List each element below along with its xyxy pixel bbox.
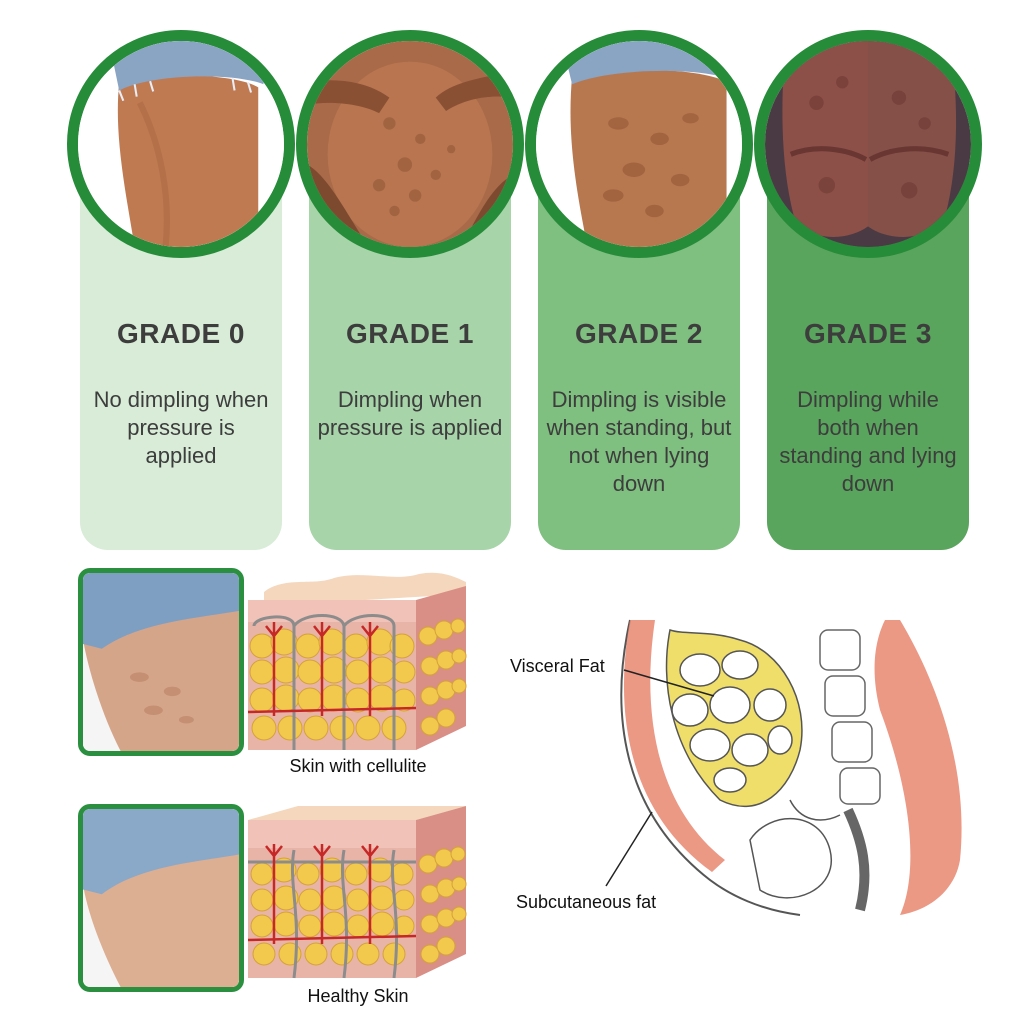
grade-3-photo <box>754 30 982 258</box>
grade-title: GRADE 0 <box>117 318 245 349</box>
healthy-skin-diagram <box>244 804 472 980</box>
grade-description: No dimpling when pressure is applied <box>93 387 269 468</box>
abdomen-cross-section <box>600 610 1010 920</box>
grade-2-photo <box>525 30 753 258</box>
cellulite-skin-diagram <box>244 566 472 752</box>
visceral-fat-label: Visceral Fat <box>510 656 605 676</box>
healthy-caption: Healthy Skin <box>307 986 409 1006</box>
grade-title: GRADE 1 <box>346 318 474 349</box>
grade-description: Dimpling when pressure is applied <box>317 387 503 440</box>
grade-0-photo <box>67 30 295 258</box>
healthy-leg-photo <box>78 804 244 992</box>
grade-title: GRADE 2 <box>575 318 703 349</box>
grade-1-photo <box>296 30 524 258</box>
cellulite-leg-photo <box>78 568 244 756</box>
grade-description: Dimpling is visible when standing, but n… <box>546 387 732 496</box>
cellulite-caption: Skin with cellulite <box>289 756 427 776</box>
subcutaneous-fat-label: Subcutaneous fat <box>516 892 657 912</box>
grade-description: Dimpling while both when standing and ly… <box>779 387 957 496</box>
grade-title: GRADE 3 <box>804 318 932 349</box>
